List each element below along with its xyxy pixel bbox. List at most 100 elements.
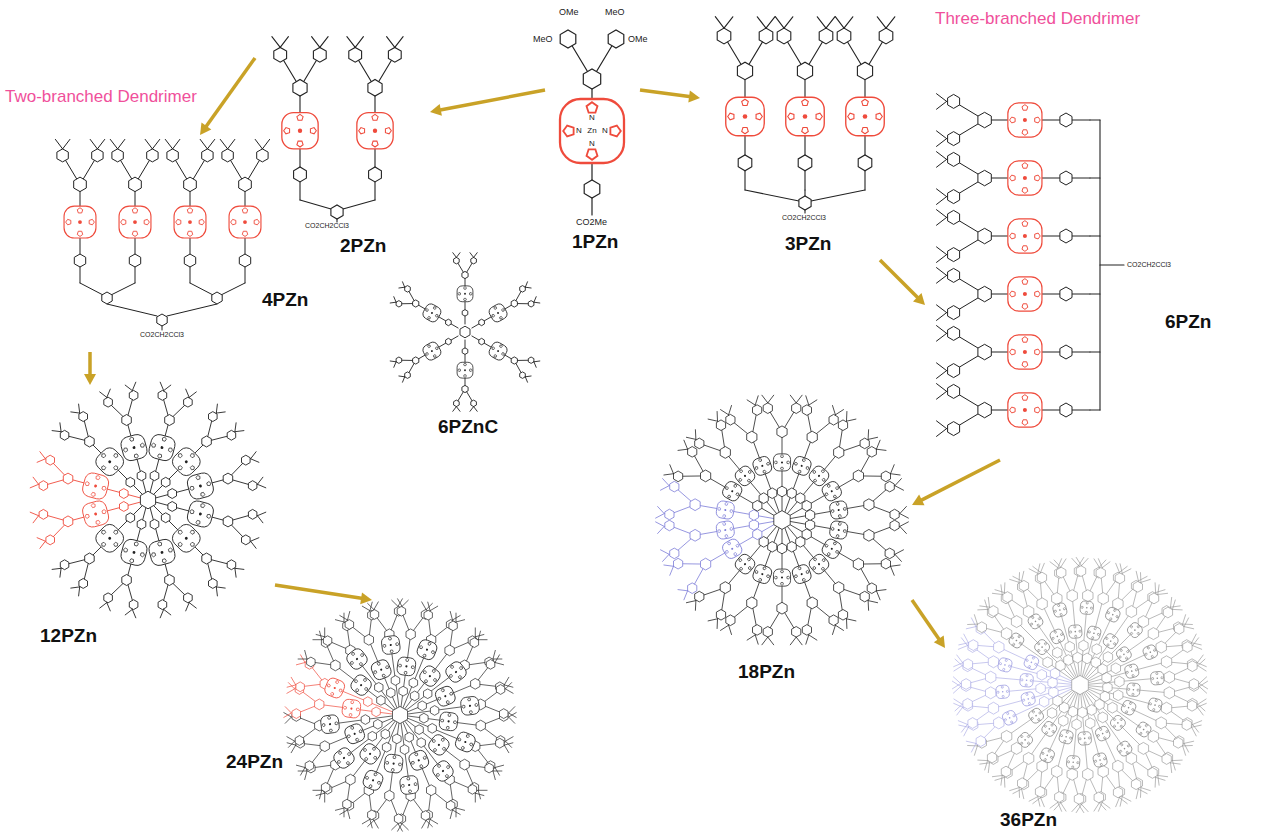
pyrrole-ring [1052,637,1055,640]
pyrrole-ring [758,458,762,462]
pyrrole-ring [335,722,338,725]
benzene-ring [1037,598,1047,610]
bond-line [900,526,907,533]
benzene-ring [987,752,996,763]
porphyrin-ring [996,685,1010,699]
porphyrin-ring [829,500,849,520]
bond-line [403,377,405,382]
bond-line [937,305,947,313]
porphyrin-ring [147,433,177,463]
pyrrole-ring [1041,752,1044,755]
pyrrole-ring [1060,734,1063,737]
pyrrole-ring [121,219,126,224]
porphyrin-ring [791,563,813,585]
benzene-ring [471,400,477,407]
porphyrin [444,660,469,685]
benzene-ring [165,415,175,426]
pyrrole-ring [1035,175,1041,181]
benzene-ring [986,671,996,683]
porphyrin-ring [1008,393,1042,427]
bond-line [724,17,733,28]
zinc-atom [863,114,868,119]
benzene-ring [496,685,504,695]
pyrrole-ring [802,128,809,134]
benzene-ring [763,627,772,638]
bond-line [952,684,960,689]
benzene-ring [1065,641,1074,652]
pyrrole-ring [441,688,445,692]
bond-line [1116,798,1120,807]
pyrrole-ring [781,570,784,573]
pyrrole-ring [723,515,726,518]
pyrrole-ring [190,542,196,548]
bond-line [876,449,886,450]
porphyrin-ring [1007,631,1025,649]
pyrrole-ring [393,755,396,758]
zinc-atom [372,779,375,782]
bond-line [495,765,504,767]
pyrrole-ring [806,570,810,574]
bond-line [658,507,665,514]
porphyrin-ring [439,711,459,731]
pyrrole-ring [385,761,388,764]
bond-line [534,302,540,304]
porphyrin [341,699,361,719]
benzene-ring [1018,778,1027,789]
benzene-ring [774,511,790,530]
porphyrin [93,445,127,479]
pyrrole-ring [1158,705,1161,708]
bond-line [1172,760,1182,762]
zinc-atom [442,770,445,773]
bond-line [285,717,291,723]
zinc-atom [350,707,352,709]
pyrrole-ring [151,552,156,557]
bond-line [937,189,947,197]
porphyrin [997,657,1013,673]
pyrrole-ring [445,774,449,778]
porphyrin-ring [1026,612,1044,630]
benzene-ring [989,606,998,617]
pyrrole-ring [833,495,837,499]
benzene-ring [323,636,331,646]
bond-line [835,625,843,630]
bond-line [504,743,513,745]
zinc-atom [1154,704,1156,706]
pyrrole-ring [1132,693,1134,695]
benzene-ring [1187,700,1196,711]
pyrrole-ring [862,99,869,105]
bond-line [284,713,292,717]
pyrrole-ring [297,114,303,120]
bond-line [493,771,502,772]
pyrrole-ring [140,443,145,448]
pyrrole-ring [391,768,394,771]
pyrrole-ring [1054,610,1057,613]
bond-line [475,793,484,795]
pyrrole-ring [1028,665,1031,668]
porphyrin [715,500,735,520]
benzene-ring [1182,720,1191,731]
bond-line [895,554,902,561]
pyrrole-ring [350,726,354,730]
porphyrin [439,711,459,731]
zinc-atom [369,752,372,755]
pyrrole-ring [1100,763,1103,766]
benzene-ring [397,606,405,616]
benzene-ring [948,94,960,108]
bond-line [493,771,495,780]
bond-line [33,516,39,523]
zinc-atom [108,460,112,464]
benzene-ring [381,729,390,739]
pyrrole-ring [343,706,346,709]
zinc-atom [1133,689,1135,691]
benzene-ring [454,257,460,264]
pyrrole-ring [766,574,770,578]
pyrrole-ring [501,352,505,356]
pyrrole-ring [123,447,128,452]
porphyrin [1001,709,1018,726]
benzene-ring [777,543,786,554]
pyrrole-ring [365,776,369,780]
bond-line [937,384,947,392]
porphyrin [751,455,773,477]
pyrrole-ring [1069,631,1071,633]
bond-line [399,287,405,289]
